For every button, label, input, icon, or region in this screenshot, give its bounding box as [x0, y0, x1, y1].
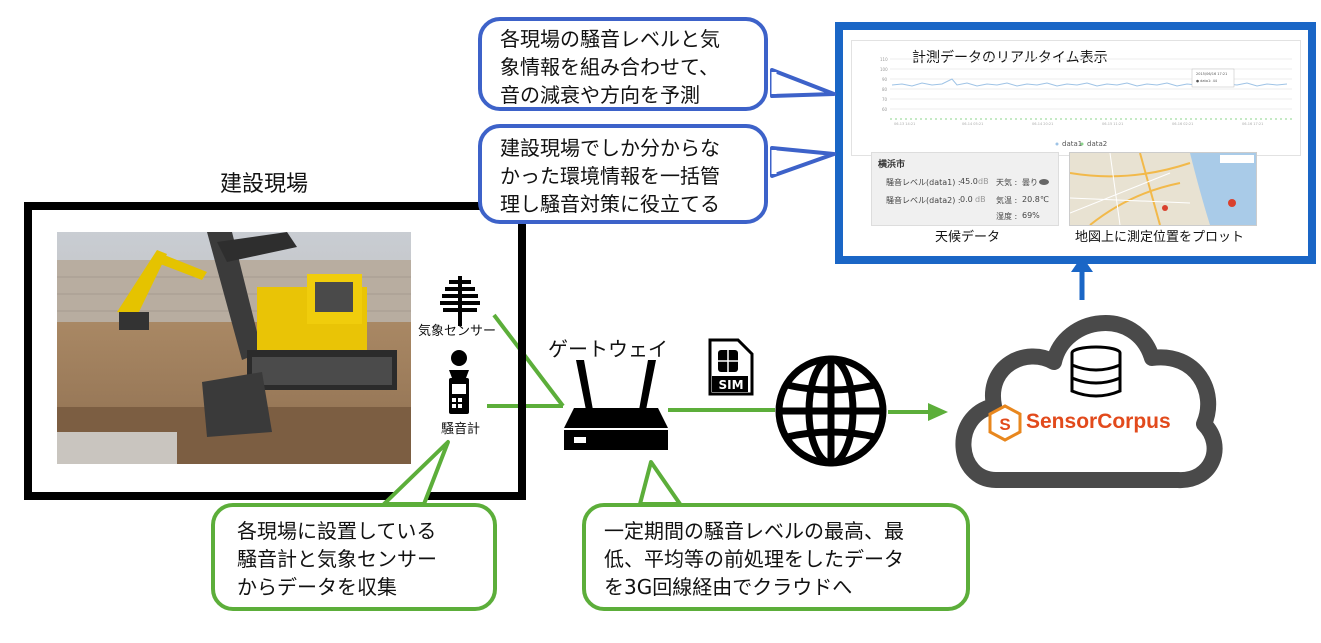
svg-text:80: 80 [882, 87, 888, 92]
weather-station-icon [440, 276, 480, 326]
weather-city: 横浜市 [878, 160, 906, 170]
weather-value: 曇り [1022, 178, 1038, 187]
callout-collect-line: からデータを収集 [237, 575, 397, 599]
database-icon [1070, 345, 1122, 398]
svg-text:90: 90 [882, 77, 888, 82]
legend-data2: data2 [1087, 140, 1108, 148]
svg-text:06-15 11:21: 06-15 11:21 [1102, 122, 1123, 126]
callout-collect: 各現場に設置している 騒音計と気象センサー からデータを収集 [211, 503, 497, 611]
map-panel [1069, 152, 1257, 226]
chart-title: 計測データのリアルタイム表示 [912, 50, 1108, 66]
brand-name: SensorCorpus [1026, 410, 1171, 433]
weather-label: 天気 : [996, 178, 1018, 187]
temp-label: 気温 : [996, 196, 1018, 205]
callout-predict: 各現場の騒音レベルと気 象情報を組み合わせて、 音の減衰や方向を予測 [478, 17, 768, 111]
svg-text:06-13 14:21: 06-13 14:21 [894, 122, 915, 126]
arrow-to-cloud [928, 403, 948, 421]
line-weather-to-gateway [492, 313, 565, 408]
sim-label: SIM [718, 378, 744, 392]
cloud-icon [955, 315, 1223, 488]
noise1-label: 騒音レベル(data1) : [886, 178, 961, 187]
noise2-label: 騒音レベル(data2) : [886, 196, 961, 205]
noise-meter-label: 騒音計 [441, 422, 481, 437]
callout-manage-line: 建設現場でしか分からな [500, 136, 720, 160]
gateway-label: ゲートウェイ [548, 337, 668, 361]
globe-icon [775, 355, 887, 467]
svg-text:2015/06/16 17:21: 2015/06/16 17:21 [1196, 72, 1227, 76]
cloud-weather-icon [1039, 179, 1049, 185]
sim-card-icon [708, 338, 754, 396]
humidity-label: 湿度 : [996, 212, 1018, 221]
svg-text:70: 70 [882, 97, 888, 102]
legend-data1: data1 [1062, 140, 1083, 148]
svg-text:06-14 05:21: 06-14 05:21 [962, 122, 983, 126]
weather-panel: 横浜市 騒音レベル(data1) : 45.0 dB 騒音レベル(data2) … [871, 152, 1059, 226]
noise2-unit: dB [975, 195, 986, 204]
callout-predict-line: 各現場の騒音レベルと気 [500, 27, 720, 51]
svg-text:06-14 20:21: 06-14 20:21 [1032, 122, 1053, 126]
svg-text:110: 110 [880, 57, 888, 62]
callout-preprocess-line: を3G回線経由でクラウドへ [604, 575, 853, 599]
svg-text:100: 100 [880, 67, 888, 72]
svg-text:06-16 02:21: 06-16 02:21 [1172, 122, 1193, 126]
callout-predict-line: 象情報を組み合わせて、 [500, 55, 719, 79]
svg-text:06-16 17:21: 06-16 17:21 [1242, 122, 1263, 126]
weather-caption: 天候データ [935, 230, 1001, 245]
callout-preprocess-line: 低、平均等の前処理をしたデータ [604, 547, 904, 571]
temp-value: 20.8℃ [1022, 195, 1049, 204]
construction-photo [57, 232, 411, 464]
callout-collect-line: 各現場に設置している [237, 519, 437, 543]
callout-manage: 建設現場でしか分からな かった環境情報を一括管 理し騒音対策に役立てる [478, 124, 768, 224]
callout-manage-line: かった環境情報を一括管 [500, 164, 720, 188]
router-icon [564, 360, 668, 450]
humidity-value: 69% [1022, 211, 1040, 220]
callout-predict-line: 音の減衰や方向を予測 [500, 83, 700, 107]
noise1-unit: dB [978, 177, 989, 186]
noise2-value: 0.0 [960, 195, 973, 204]
noise-meter-icon [449, 350, 469, 414]
callout-preprocess-line: 一定期間の騒音レベルの最高、最 [604, 519, 904, 543]
site-title: 建設現場 [220, 172, 309, 197]
callout-preprocess: 一定期間の騒音レベルの最高、最 低、平均等の前処理をしたデータ を3G回線経由で… [582, 503, 970, 611]
sensorcorpus-logo-icon: S [988, 404, 1022, 442]
weather-sensor-label: 気象センサー [418, 324, 497, 339]
realtime-chart: 110 100 90 80 70 60 2015/06/16 17:21 ● data1… [880, 57, 1292, 146]
site-frame [24, 202, 526, 500]
noise1-value: 45.0 [960, 177, 978, 186]
svg-text:S: S [999, 415, 1010, 434]
arrow-to-dashboard [1071, 256, 1093, 272]
map-caption: 地図上に測定位置をプロット [1075, 230, 1245, 245]
dashboard-screenshot: 計測データのリアルタイム表示 110 100 90 80 70 60 2015/06/1… [835, 22, 1316, 264]
svg-text:60: 60 [882, 107, 888, 112]
callout-manage-line: 理し騒音対策に役立てる [500, 192, 720, 216]
chart-tooltip [1191, 68, 1235, 88]
callout-collect-line: 騒音計と気象センサー [237, 547, 437, 571]
svg-text:● data1: 44: ● data1: 44 [1196, 79, 1218, 83]
chart-panel: 計測データのリアルタイム表示 110 100 90 80 70 60 2015/06/1… [851, 40, 1301, 156]
